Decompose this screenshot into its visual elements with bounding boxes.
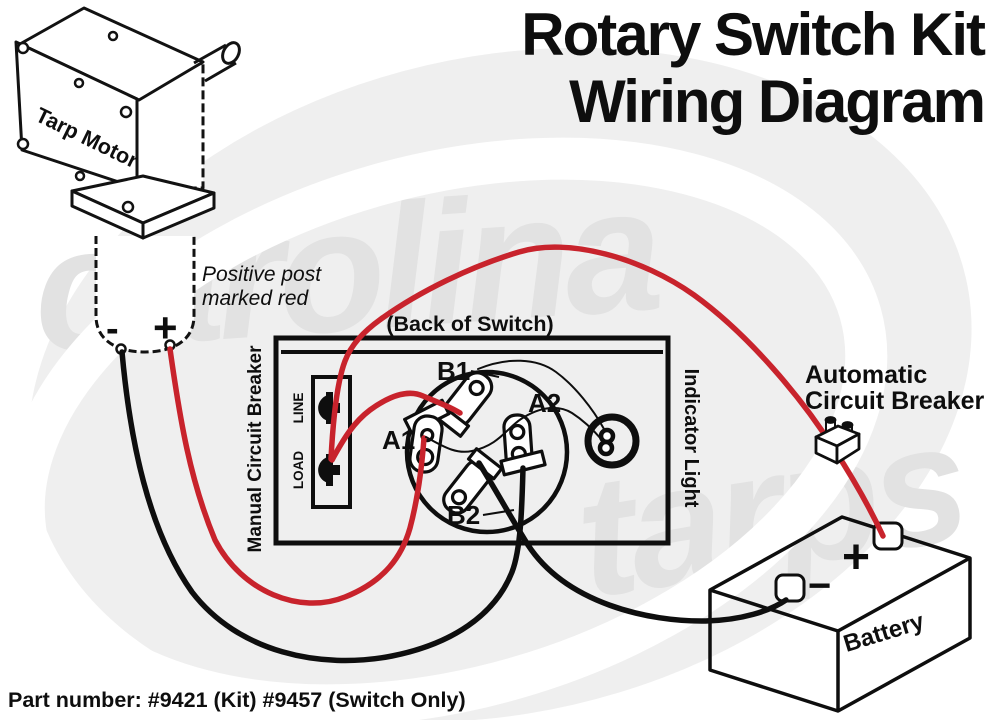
load-terminal-icon [318,454,340,486]
positive-post-note-line2: marked red [202,287,310,310]
indicator-light-icon [584,413,640,469]
terminal-lug-b2 [442,447,504,515]
back-of-switch-label: (Back of Switch) [386,312,553,336]
auto-breaker-label-line1: Automatic [805,361,927,389]
motor-shaft-top [193,43,227,65]
motor-gearbox-column [135,60,205,190]
breaker-right-face [835,432,861,465]
motor-bolts [16,30,135,214]
motor-shaft-end [221,41,241,65]
battery-minus-sign: − [808,564,831,608]
b2-leader-line [482,509,515,516]
terminal-label-b1: B1 [437,356,470,386]
load-terminal-label: LOAD [291,451,306,489]
diagram-title: Rotary Switch Kit Wiring Diagram [521,1,988,135]
battery-label: Battery [840,608,928,658]
manual-breaker-box [311,375,352,509]
line-terminal-label: LINE [291,393,306,424]
battery-drawing [708,515,972,713]
auto-breaker-label-line2: Circuit Breaker [805,387,985,415]
indicator-light-label: Indicator Light [680,369,702,508]
switch-terminal-labels: B1 A1 A2 B2 [382,356,561,530]
watermark-white-swoosh [2,137,888,720]
thin-wire-a1-to-light [425,406,603,453]
terminal-label-b2: B2 [447,500,480,530]
positive-post-note-line1: Positive post [202,263,322,286]
motor-minus-sign: - [106,308,119,350]
switch-box: (Back of Switch) LINE LOAD Manual Circui… [245,312,702,552]
terminal-label-a1: A1 [382,425,415,455]
black-wire-motor-to-a2 [119,349,526,664]
motor-body-cylinder [94,236,196,354]
motor-plus-sign: + [153,304,178,351]
motor-flange-right [141,191,216,240]
automatic-circuit-breaker-icon [814,416,861,465]
title-line-1: Rotary Switch Kit [521,1,986,68]
switch-box-border [273,335,671,546]
tarp-motor-drawing [14,6,241,355]
part-number-text: Part number: #9421 (Kit) #9457 (Switch O… [8,688,466,712]
title-line-2: Wiring Diagram [569,68,984,135]
rotary-switch-circle [404,369,570,535]
red-wire-motor-to-a1 [167,346,427,606]
battery-plus-sign: + [842,531,870,584]
motor-shaft-bottom [204,61,237,83]
automatic-breaker-label: Automatic Circuit Breaker [805,361,985,415]
manual-breaker-label: Manual Circuit Breaker [245,345,266,553]
red-wire-load-to-b1 [329,390,463,463]
battery-negative-post [774,573,806,603]
battery-outline [708,515,972,713]
b1-leader-line [470,370,500,378]
thin-wire-b1-to-light [477,359,605,430]
terminal-label-a2: A2 [528,388,561,418]
